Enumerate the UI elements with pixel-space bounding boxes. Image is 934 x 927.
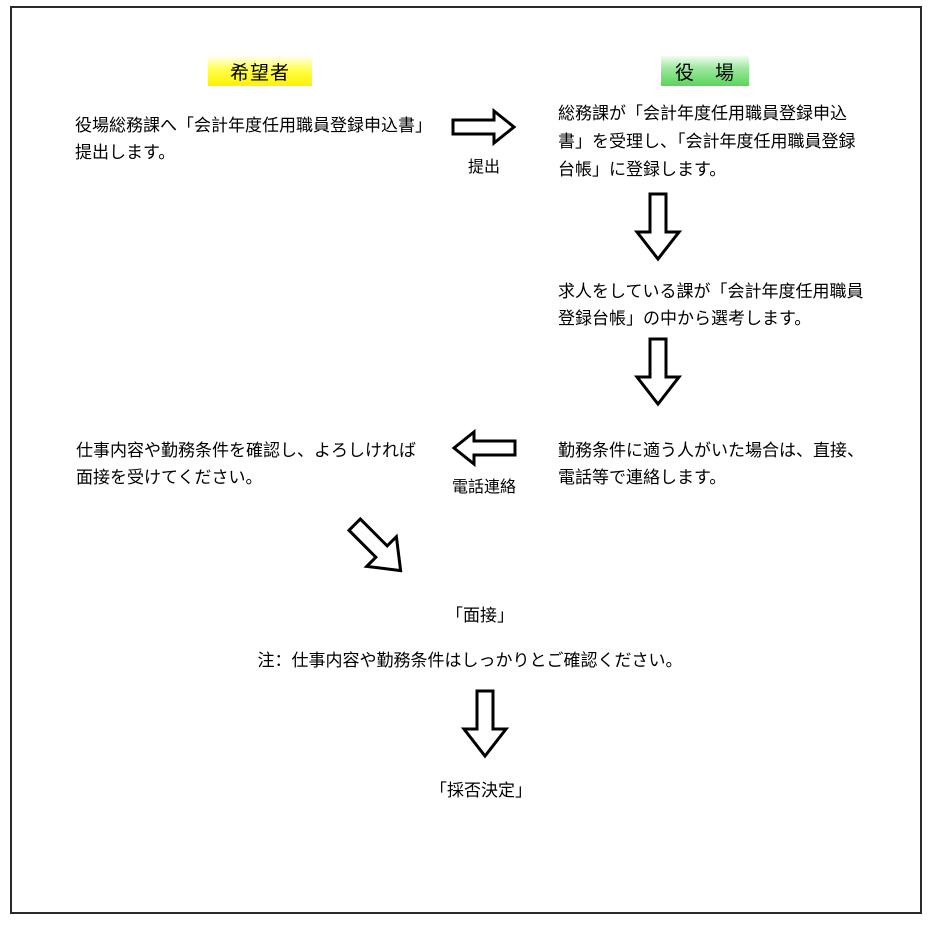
applicant-header: 希望者 — [208, 56, 312, 86]
office-header: 役 場 — [661, 56, 749, 86]
down-arrow-icon — [633, 337, 683, 407]
applicant-confirm-text: 仕事内容や勤務条件を確認し、よろしければ 面接を受けてください。 — [76, 441, 416, 487]
office-contact-text: 勤務条件に適う人がいた場合は、直接、 電話等で連絡します。 — [558, 441, 864, 487]
office-receive-text: 総務課が「会計年度任用職員登録申込 書」を受理し、「会計年度任用職員登録 台帳」… — [558, 104, 856, 179]
applicant-submit-text: 役場総務課へ「会計年度任用職員登録申込書」 提出します。 — [75, 116, 432, 162]
note-text: 注：仕事内容や勤務条件はしっかりとご確認ください。 — [257, 651, 683, 670]
phone-contact-left-arrow-icon — [451, 428, 517, 468]
down-arrow-icon — [633, 192, 683, 262]
submit-right-arrow-icon — [451, 107, 517, 147]
diagram-border — [10, 6, 922, 914]
decision-label: 「採否決定」 — [430, 781, 532, 800]
office-select-text: 求人をしている課が「会計年度任用職員 登録台帳」の中から選考します。 — [558, 282, 864, 328]
submit-arrow-label: 提出 — [467, 159, 500, 176]
down-arrow-icon — [460, 689, 510, 759]
phone-contact-arrow-label: 電話連絡 — [451, 479, 516, 496]
diagonal-down-right-arrow-icon — [336, 506, 419, 589]
interview-label: 「面接」 — [446, 606, 514, 625]
